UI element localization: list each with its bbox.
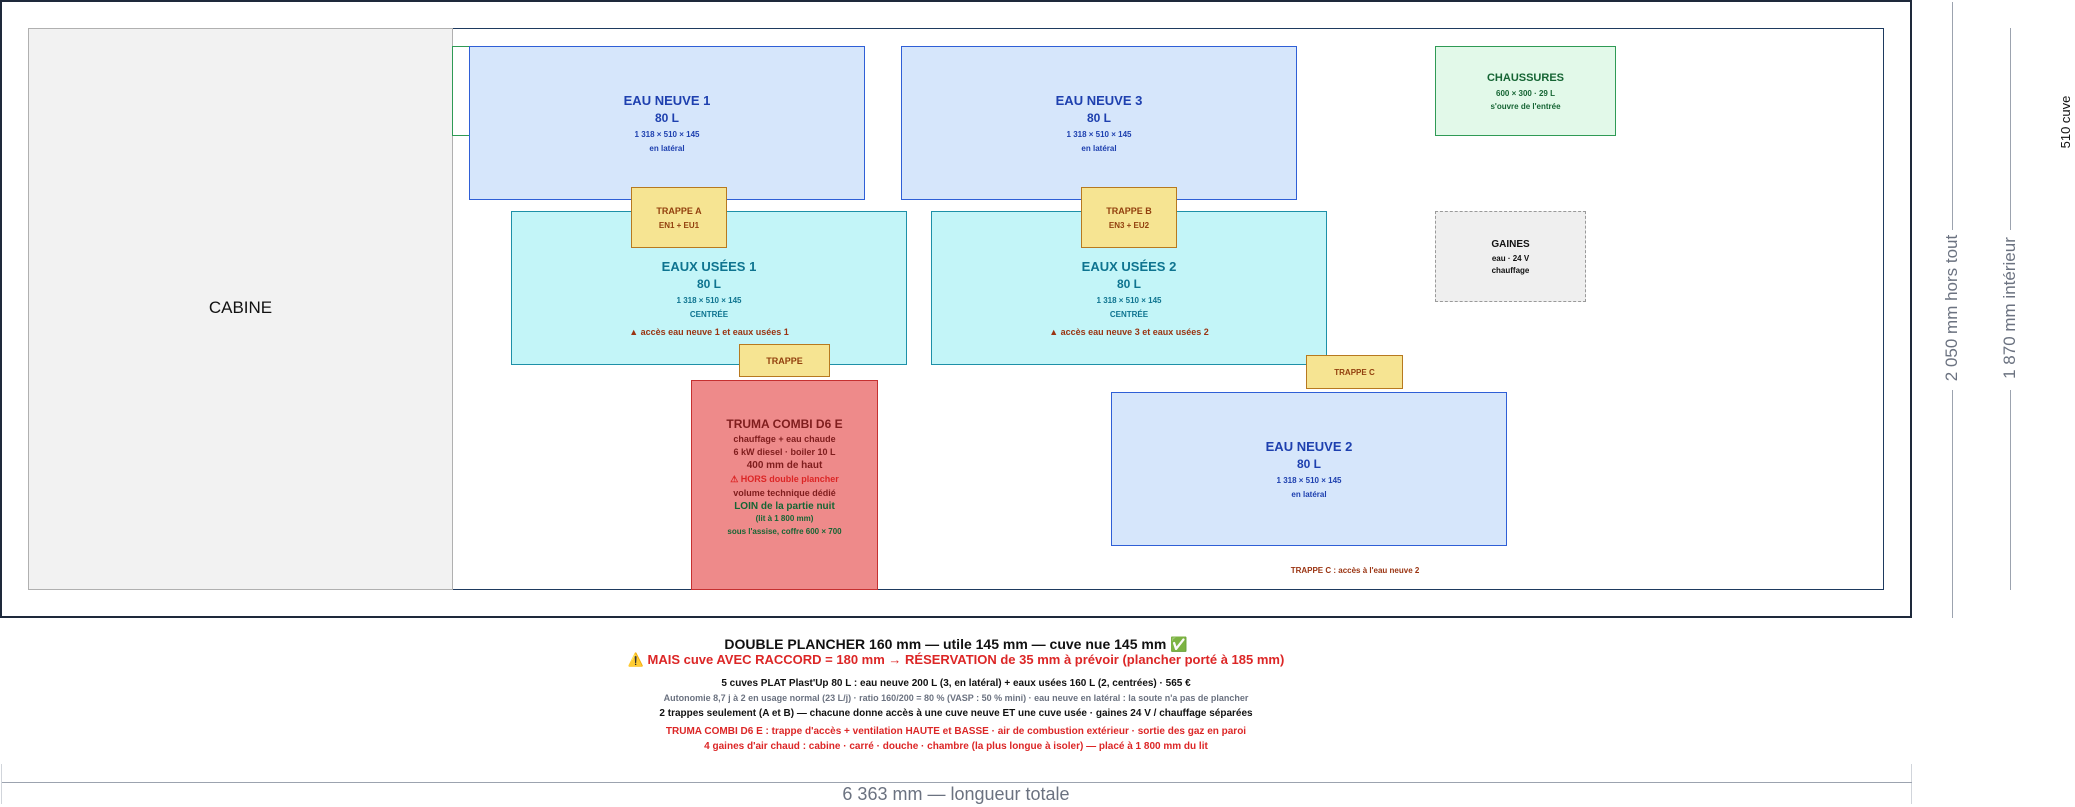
tank-eau-neuve-1: EAU NEUVE 1 80 L 1 318 × 510 × 145 en la… xyxy=(469,46,865,200)
tank-note: en latéral xyxy=(649,144,685,153)
tank-volume: 80 L xyxy=(654,111,679,125)
note-raccord-warning: ⚠️ MAIS cuve AVEC RACCORD = 180 mm → RÉS… xyxy=(627,652,1285,667)
truma-line: sous l'assise, coffre 600 × 700 xyxy=(727,527,842,536)
chaussures-box: CHAUSSURES 600 × 300 · 29 L s'ouvre de l… xyxy=(1435,46,1616,136)
tank-dims: 1 318 × 510 × 145 xyxy=(1096,296,1162,305)
trappe-truma: TRAPPE xyxy=(739,344,830,377)
vehicle-outline xyxy=(0,0,1912,618)
trappe-title: TRAPPE B xyxy=(1106,205,1152,216)
tank-dims: 1 318 × 510 × 145 xyxy=(676,296,742,305)
tank-title: EAUX USÉES 2 xyxy=(1081,259,1177,274)
tank-eau-neuve-3: EAU NEUVE 3 80 L 1 318 × 510 × 145 en la… xyxy=(901,46,1297,200)
tank-volume: 80 L xyxy=(1296,457,1321,471)
tank-access-note: ▲ accès eau neuve 3 et eaux usées 2 xyxy=(1049,327,1209,337)
truma-line: (lit à 1 800 mm) xyxy=(755,514,814,523)
dim-label-interieur-bg xyxy=(2000,230,2020,390)
tank-title: EAUX USÉES 1 xyxy=(661,259,757,274)
cabin-area xyxy=(28,28,453,590)
cabin-label: CABINE xyxy=(208,298,273,317)
tank-title: EAU NEUVE 3 xyxy=(1055,93,1143,108)
tank-dims: 1 318 × 510 × 145 xyxy=(634,130,700,139)
trappe-title: TRAPPE C xyxy=(1334,367,1375,377)
chaussures-title: CHAUSSURES xyxy=(1486,71,1564,84)
tank-volume: 80 L xyxy=(696,277,721,291)
dim-longueur: 6 363 mm — longueur totale xyxy=(842,784,1070,804)
gaines-line2: chauffage xyxy=(1491,265,1530,275)
truma-line: 6 kW diesel · boiler 10 L xyxy=(733,447,836,457)
note-cuves: 5 cuves PLAT Plast'Up 80 L : eau neuve 2… xyxy=(721,678,1191,689)
trappe-c-note: TRAPPE C : accès à l'eau neuve 2 xyxy=(1290,566,1420,575)
tank-title: EAU NEUVE 2 xyxy=(1265,439,1353,454)
tank-note: CENTRÉE xyxy=(689,310,729,319)
gaines-line1: eau · 24 V xyxy=(1491,253,1530,263)
trappe-b: TRAPPE B EN3 + EU2 xyxy=(1081,187,1177,248)
note-trappes: 2 trappes seulement (A et B) — chacune d… xyxy=(659,708,1253,719)
tank-note: CENTRÉE xyxy=(1109,310,1149,319)
note-double-plancher: DOUBLE PLANCHER 160 mm — utile 145 mm — … xyxy=(724,636,1188,652)
truma-heater: TRUMA COMBI D6 E chauffage + eau chaude … xyxy=(691,380,878,590)
dim-hors-tout: 2 050 mm hors tout xyxy=(1942,234,1961,382)
dim-cuve: 510 cuve xyxy=(2058,95,2073,149)
dim-tick-right xyxy=(1911,764,1912,804)
tank-volume: 80 L xyxy=(1086,111,1111,125)
tank-title: EAU NEUVE 1 xyxy=(623,93,711,108)
note-truma: TRUMA COMBI D6 E : trappe d'accès + vent… xyxy=(665,726,1247,737)
note-autonomie: Autonomie 8,7 j à 2 en usage normal (23 … xyxy=(663,693,1249,703)
entry-edge-box xyxy=(452,46,474,136)
trappe-title: TRAPPE xyxy=(766,355,803,366)
dim-line-longueur xyxy=(2,782,1912,783)
truma-line: LOIN de la partie nuit xyxy=(734,501,835,512)
note-gaines: 4 gaines d'air chaud : cabine · carré · … xyxy=(704,741,1208,752)
truma-line: 400 mm de haut xyxy=(746,460,823,471)
tank-eau-neuve-2: EAU NEUVE 2 80 L 1 318 × 510 × 145 en la… xyxy=(1111,392,1507,546)
gaines-box: GAINES eau · 24 V chauffage xyxy=(1435,211,1586,302)
dim-label-hors-tout-bg xyxy=(1942,230,1962,390)
chaussures-dims: 600 × 300 · 29 L xyxy=(1496,88,1555,98)
truma-title: TRUMA COMBI D6 E xyxy=(726,417,843,431)
truma-warning: ⚠ HORS double plancher xyxy=(730,474,839,484)
trappe-sub: EN3 + EU2 xyxy=(1108,220,1150,230)
gaines-title: GAINES xyxy=(1491,238,1530,250)
tank-eaux-usees-1: EAUX USÉES 1 80 L 1 318 × 510 × 145 CENT… xyxy=(511,211,907,365)
tank-dims: 1 318 × 510 × 145 xyxy=(1066,130,1132,139)
tank-note: en latéral xyxy=(1291,490,1327,499)
truma-line: chauffage + eau chaude xyxy=(733,434,836,444)
truma-line: volume technique dédié xyxy=(733,488,836,498)
trappe-a: TRAPPE A EN1 + EU1 xyxy=(631,187,727,248)
tank-dims: 1 318 × 510 × 145 xyxy=(1276,476,1342,485)
tank-volume: 80 L xyxy=(1116,277,1141,291)
tank-note: en latéral xyxy=(1081,144,1117,153)
dim-tick-left xyxy=(1,764,2,804)
dim-interieur: 1 870 mm intérieur xyxy=(2000,237,2019,379)
trappe-sub: EN1 + EU1 xyxy=(658,220,700,230)
chaussures-note: s'ouvre de l'entrée xyxy=(1490,101,1561,111)
trappe-c: TRAPPE C xyxy=(1306,355,1403,389)
trappe-title: TRAPPE A xyxy=(656,205,702,216)
tank-access-note: ▲ accès eau neuve 1 et eaux usées 1 xyxy=(629,327,789,337)
